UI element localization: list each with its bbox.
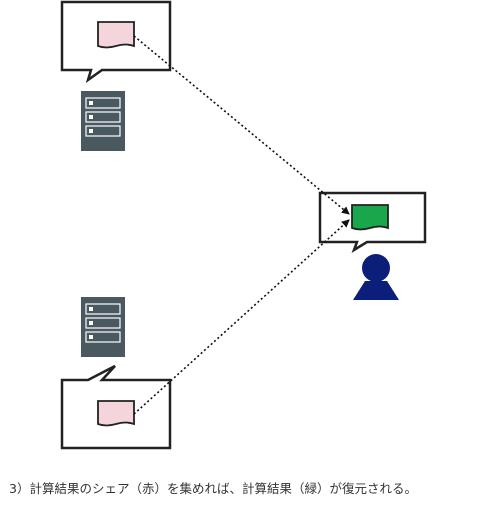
result-document-icon bbox=[351, 204, 389, 231]
bottom-share-document-icon bbox=[97, 400, 135, 427]
diagram bbox=[60, 0, 427, 450]
top-share-arrow bbox=[133, 35, 350, 215]
top-server-icon bbox=[81, 91, 125, 151]
bottom-share-arrow bbox=[133, 219, 350, 415]
top-share-document-icon bbox=[97, 21, 135, 49]
caption-text: 3）計算結果のシェア（赤）を集めれば、計算結果（緑）が復元される。 bbox=[9, 481, 417, 496]
bottom-server-icon bbox=[81, 297, 125, 357]
person-icon bbox=[353, 254, 399, 300]
